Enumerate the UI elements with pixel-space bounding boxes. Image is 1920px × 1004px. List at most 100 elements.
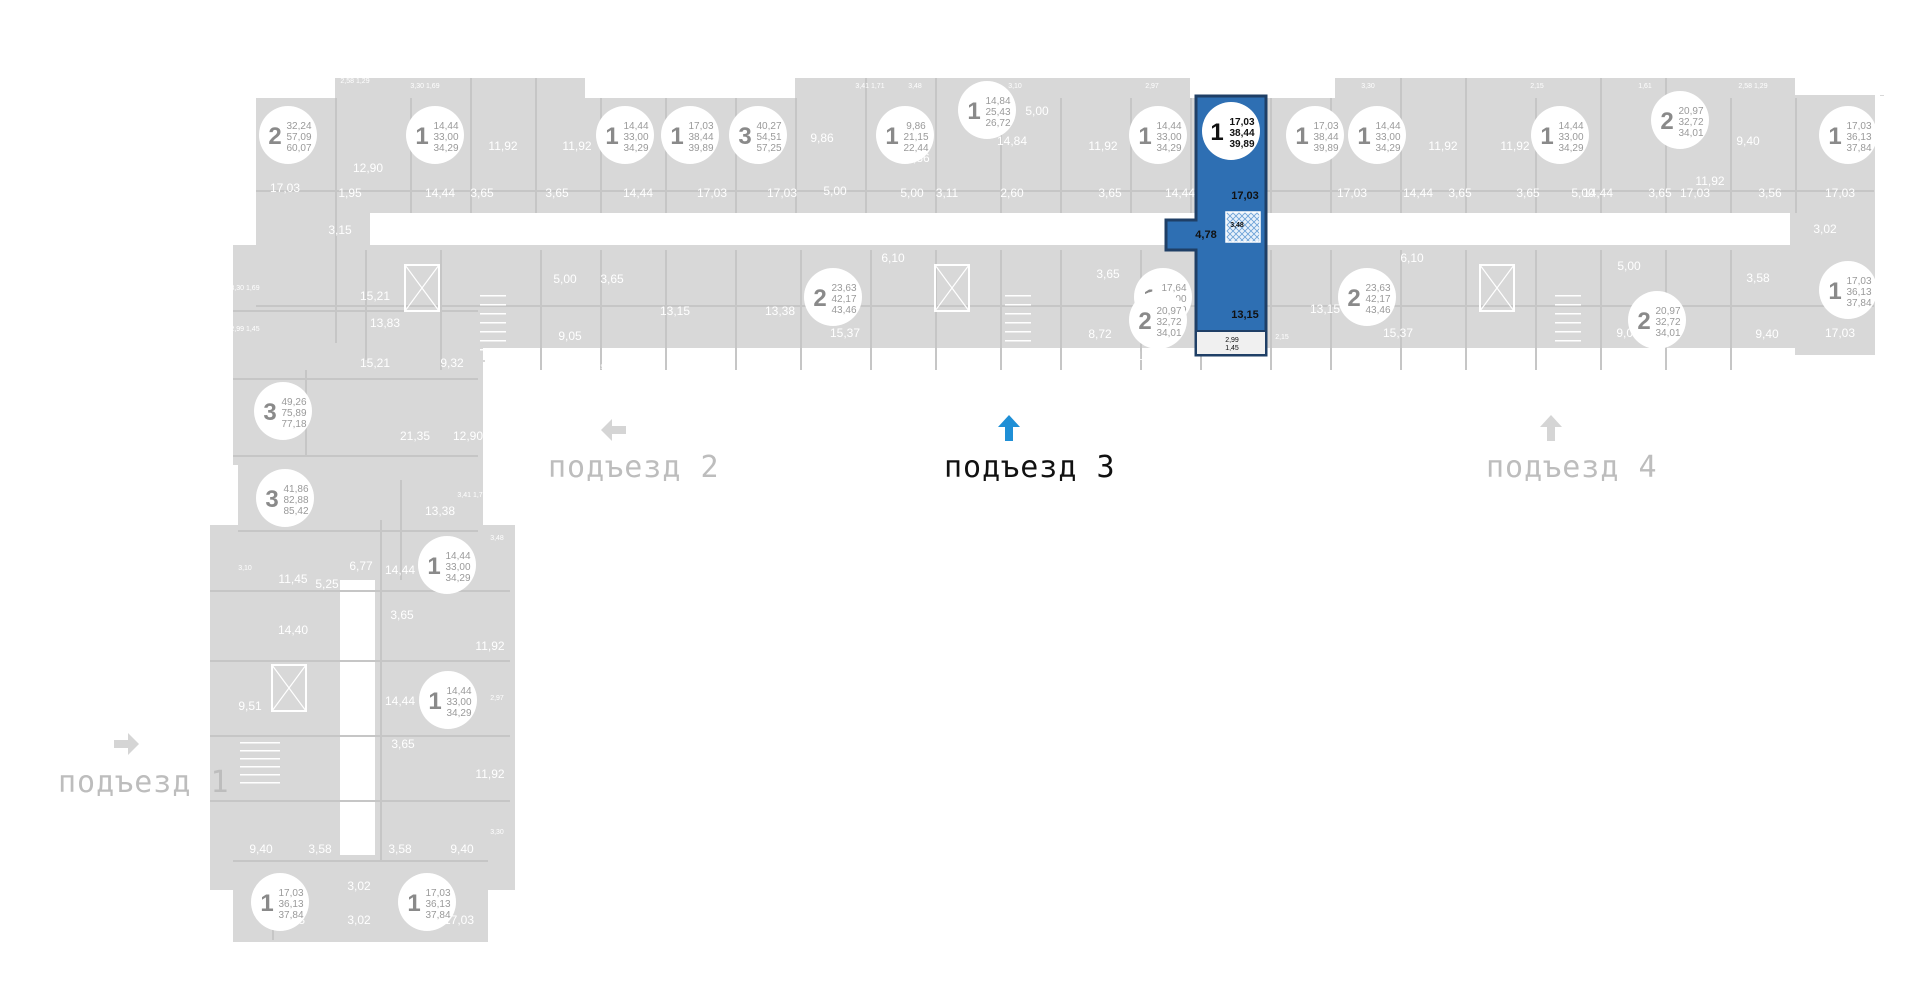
badge-living-area: 17,03 xyxy=(1846,276,1871,287)
room-area-label: 4,78 xyxy=(650,222,674,236)
badge-total-balcony: 34,29 xyxy=(433,143,458,154)
badge-living-area: 14,44 xyxy=(1558,121,1583,132)
room-area-label: 14,44 xyxy=(425,186,455,200)
room-area-label: 11,92 xyxy=(475,639,504,653)
stair-step xyxy=(480,322,506,324)
wall xyxy=(256,190,1874,192)
badge-room-count: 1 xyxy=(1138,123,1151,150)
wall xyxy=(1600,250,1602,370)
room-area-label: 3,58 xyxy=(1746,271,1770,285)
entrance-3-label[interactable]: подъезд 3 xyxy=(944,450,1116,485)
stair-step xyxy=(1005,304,1031,306)
room-area-label: 9,32 xyxy=(440,356,464,370)
stair-step xyxy=(480,349,506,351)
wall xyxy=(600,98,602,213)
room-area-label: 3,65 xyxy=(390,608,414,622)
badge-circle xyxy=(1531,106,1589,164)
badge-circle xyxy=(406,106,464,164)
entrance-2-label[interactable]: подъезд 2 xyxy=(548,450,720,485)
room-area-label: 9,05 xyxy=(558,329,582,343)
wall xyxy=(540,250,542,370)
badge-total-balcony: 85,42 xyxy=(283,506,308,517)
wall xyxy=(233,310,478,312)
room-area-label: 14,40 xyxy=(278,623,308,637)
wall xyxy=(865,78,867,213)
badge-living-area: 20,97 xyxy=(1678,106,1703,117)
balcony-area-label: 1,61 xyxy=(844,364,858,371)
wall xyxy=(1730,98,1732,213)
stair-step xyxy=(1005,349,1031,351)
badge-total-balcony: 77,18 xyxy=(281,419,306,430)
balcony-area-label: 2,99 1,45 xyxy=(1623,364,1652,371)
room-area-label: 12,90 xyxy=(353,161,383,175)
balcony-area-label: 2,58 1,29 xyxy=(575,364,604,371)
badge-total-area: 57,09 xyxy=(286,132,311,143)
room-area-label: 17,03 xyxy=(1337,186,1367,200)
balcony-area-label: 3,41 1,71 xyxy=(1755,364,1784,371)
room-area-label: 8,72 xyxy=(1088,327,1112,341)
badge-total-balcony: 39,89 xyxy=(688,143,713,154)
wall xyxy=(335,98,337,343)
elevator xyxy=(934,264,970,312)
entrance-1-label[interactable]: подъезд 1 xyxy=(58,765,230,800)
wall xyxy=(1060,250,1062,370)
stair-step xyxy=(1555,313,1581,315)
badge-living-area: 17,03 xyxy=(278,888,303,899)
room-area-label: 9,40 xyxy=(1755,327,1779,341)
selected-bath-area: 3,48 xyxy=(1230,222,1244,229)
entrance-4-label[interactable]: подъезд 4 xyxy=(1486,450,1658,485)
badge-room-count: 1 xyxy=(670,123,683,150)
badge-room-count: 1 xyxy=(415,123,428,150)
badge-room-count: 1 xyxy=(428,688,441,715)
badge-total-balcony: 43,46 xyxy=(1365,305,1390,316)
room-area-label: 9,86 xyxy=(810,131,834,145)
badge-circle xyxy=(1651,91,1709,149)
badge-circle xyxy=(804,268,862,326)
room-area-label: 6,77 xyxy=(349,559,373,573)
balcony-area-label: 1,61 xyxy=(1638,83,1652,90)
room-area-label: 14,84 xyxy=(997,134,1027,148)
room-area-label: 11,92 xyxy=(1695,174,1724,188)
badge-room-count: 2 xyxy=(1138,308,1151,335)
wall xyxy=(1130,98,1132,213)
room-area-label: 9,40 xyxy=(249,842,273,856)
badge-room-count: 2 xyxy=(268,123,281,150)
badge-total-balcony: 37,84 xyxy=(278,910,303,921)
room-area-label: 17,64 xyxy=(1136,349,1166,363)
badge-total-area: 33,00 xyxy=(433,132,458,143)
stair-step xyxy=(1555,340,1581,342)
stair-step xyxy=(240,782,280,784)
stair-step xyxy=(480,295,506,297)
badge-circle xyxy=(259,106,317,164)
badge-total-balcony: 34,01 xyxy=(1655,328,1680,339)
badge-total-area: 32,72 xyxy=(1678,117,1703,128)
room-area-label: 11,92 xyxy=(1428,139,1457,153)
badge-circle xyxy=(256,469,314,527)
selected-room-count: 1 xyxy=(1210,119,1223,146)
wall xyxy=(1465,250,1467,370)
wall xyxy=(800,250,802,370)
badge-total-area: 38,44 xyxy=(688,132,713,143)
stair-step xyxy=(1005,295,1031,297)
room-area-label: 13,83 xyxy=(370,316,400,330)
badge-room-count: 3 xyxy=(265,486,278,513)
room-area-label: 11,92 xyxy=(1500,139,1529,153)
room-area-label: 5,00 xyxy=(1025,104,1049,118)
room-area-label: 17,03 xyxy=(270,181,300,195)
badge-total-balcony: 34,29 xyxy=(1375,143,1400,154)
balcony-area-label: 3,30 xyxy=(1361,83,1375,90)
balcony-area-label: 3,41 1,71 xyxy=(457,492,486,499)
room-area-label: 8,26 xyxy=(1428,349,1452,363)
badge-total-balcony: 37,84 xyxy=(1846,143,1871,154)
room-area-label: 3,65 xyxy=(470,186,494,200)
room-area-label: 15,21 xyxy=(360,356,390,370)
room-area-label: 3,65 xyxy=(391,737,415,751)
selected-badge-circle xyxy=(1202,102,1260,160)
